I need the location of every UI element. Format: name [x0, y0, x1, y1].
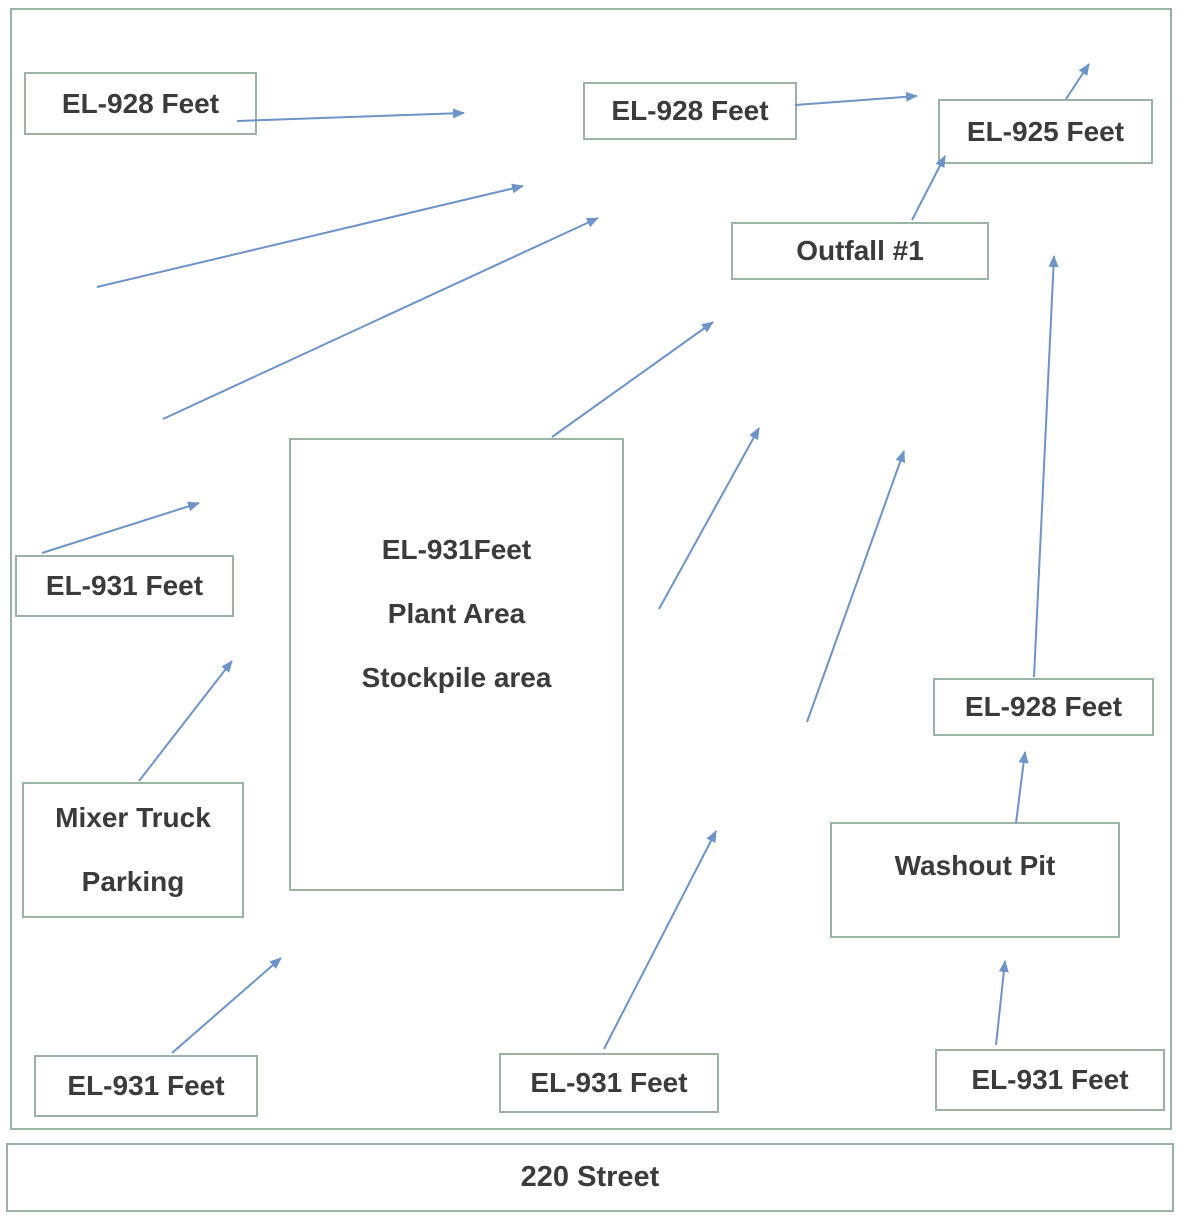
- elevation-label-931-left: EL-931 Feet: [15, 555, 234, 617]
- elevation-label-931-bottom-left: EL-931 Feet: [34, 1055, 258, 1117]
- outfall-label: Outfall #1: [731, 222, 989, 280]
- washout-pit: Washout Pit: [830, 822, 1120, 938]
- elevation-label-931-bottom-right: EL-931 Feet: [935, 1049, 1165, 1111]
- mixer-truck-parking: Mixer Truck Parking: [22, 782, 244, 918]
- mixer-line-2: Parking: [81, 866, 185, 897]
- plant-area-text: Plant Area: [387, 598, 526, 629]
- plant-stockpile-area: EL-931Feet Plant Area Stockpile area: [289, 438, 624, 891]
- site-boundary: [10, 8, 1172, 1130]
- elevation-label-928-right: EL-928 Feet: [933, 678, 1154, 736]
- elevation-label-931-bottom-center: EL-931 Feet: [499, 1053, 719, 1113]
- plant-elevation-text: EL-931Feet: [381, 534, 532, 565]
- stockpile-area-text: Stockpile area: [361, 662, 552, 693]
- elevation-label-925: EL-925 Feet: [938, 99, 1153, 164]
- elevation-label-928-top-center: EL-928 Feet: [583, 82, 797, 140]
- street-label: 220 Street: [6, 1143, 1174, 1212]
- mixer-line-1: Mixer Truck: [55, 802, 211, 833]
- elevation-label-928-top-left: EL-928 Feet: [24, 72, 257, 135]
